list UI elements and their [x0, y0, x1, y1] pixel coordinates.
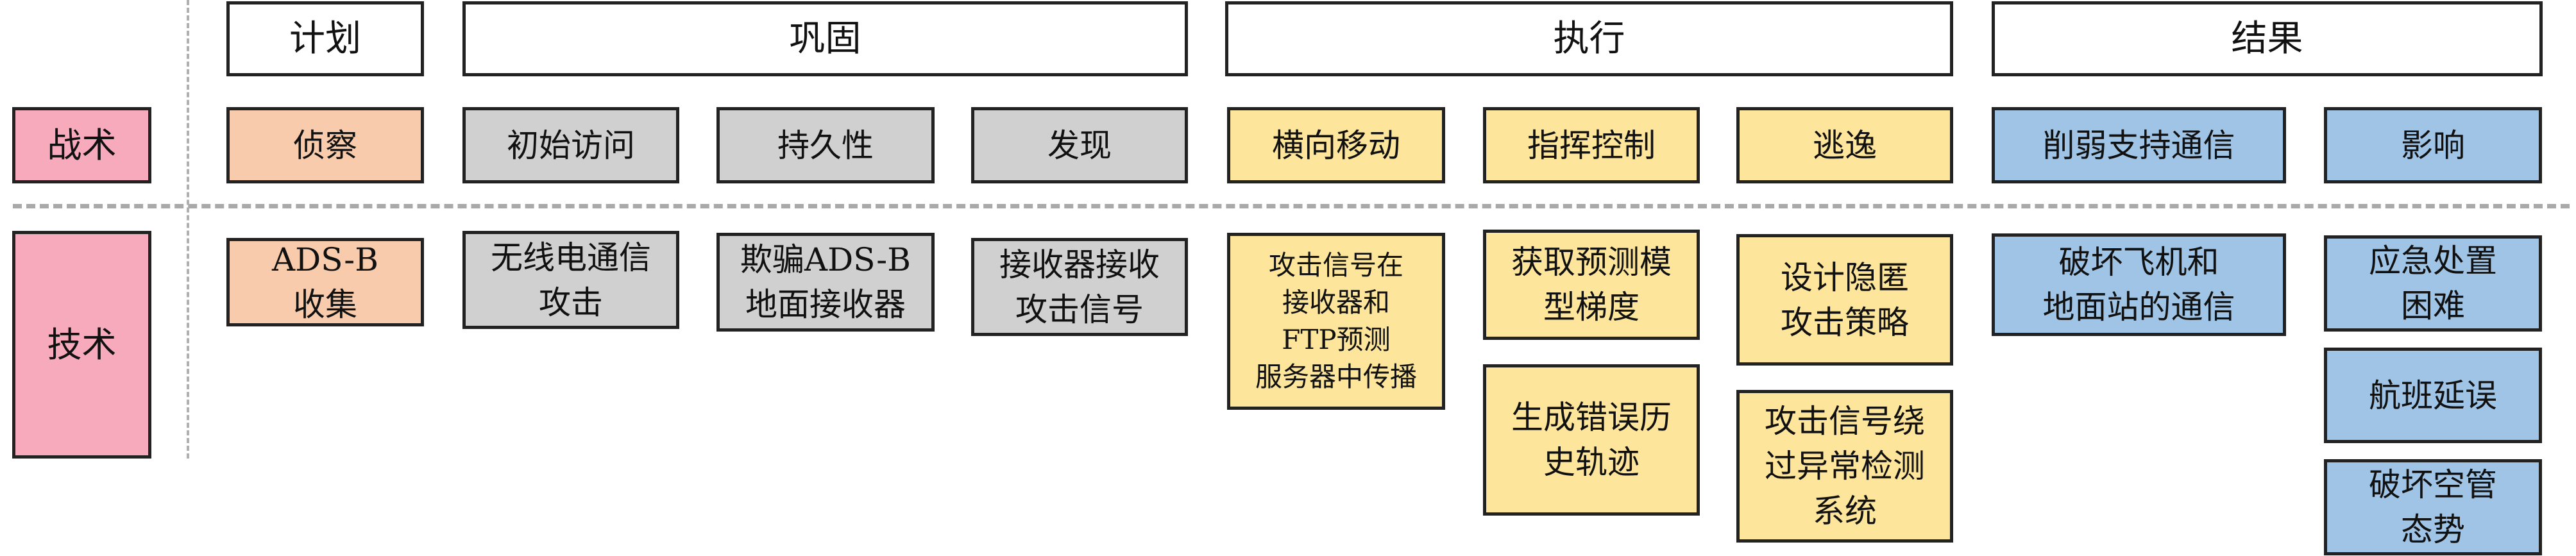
- technique-disrupt-comm: 破坏飞机和 地面站的通信: [1992, 233, 2286, 336]
- vertical-divider: [187, 0, 189, 459]
- horizontal-divider: [13, 204, 2570, 208]
- technique-emergency-difficulty: 应急处置 困难: [2324, 235, 2542, 332]
- technique-stealth-strategy: 设计隐匿 攻击策略: [1736, 234, 1953, 366]
- technique-flight-delay: 航班延误: [2324, 348, 2542, 443]
- technique-bypass-detection: 攻击信号绕 过异常检测 系统: [1736, 390, 1953, 543]
- phase-consolidate: 巩固: [462, 1, 1188, 76]
- tactic-lateral-movement: 横向移动: [1227, 107, 1445, 183]
- row-label-techniques: 技术: [12, 231, 151, 459]
- tactic-discovery: 发现: [971, 107, 1188, 183]
- phase-result: 结果: [1992, 1, 2543, 76]
- tactic-inhibit-comm: 削弱支持通信: [1992, 107, 2286, 183]
- technique-adsb-collection: ADS-B 收集: [226, 238, 424, 326]
- tactic-persistence: 持久性: [716, 107, 935, 183]
- tactic-command-control: 指挥控制: [1483, 107, 1700, 183]
- phase-plan: 计划: [226, 1, 424, 76]
- technique-radio-attack: 无线电通信 攻击: [462, 231, 679, 329]
- technique-disrupt-atc-situation: 破坏空管 态势: [2324, 459, 2542, 555]
- tactic-impact: 影响: [2324, 107, 2542, 183]
- technique-get-gradient: 获取预测模 型梯度: [1483, 230, 1700, 340]
- tactic-initial-access: 初始访问: [462, 107, 679, 183]
- tactic-recon: 侦察: [226, 107, 424, 183]
- technique-receive-signal: 接收器接收 攻击信号: [971, 238, 1188, 336]
- tactic-evasion: 逃逸: [1736, 107, 1953, 183]
- technique-signal-propagation: 攻击信号在 接收器和 FTP预测 服务器中传播: [1227, 233, 1445, 410]
- phase-execute: 执行: [1225, 1, 1953, 76]
- row-label-tactics: 战术: [12, 107, 151, 183]
- technique-fake-trajectory: 生成错误历 史轨迹: [1483, 364, 1700, 516]
- technique-spoof-receiver: 欺骗ADS-B 地面接收器: [716, 233, 935, 332]
